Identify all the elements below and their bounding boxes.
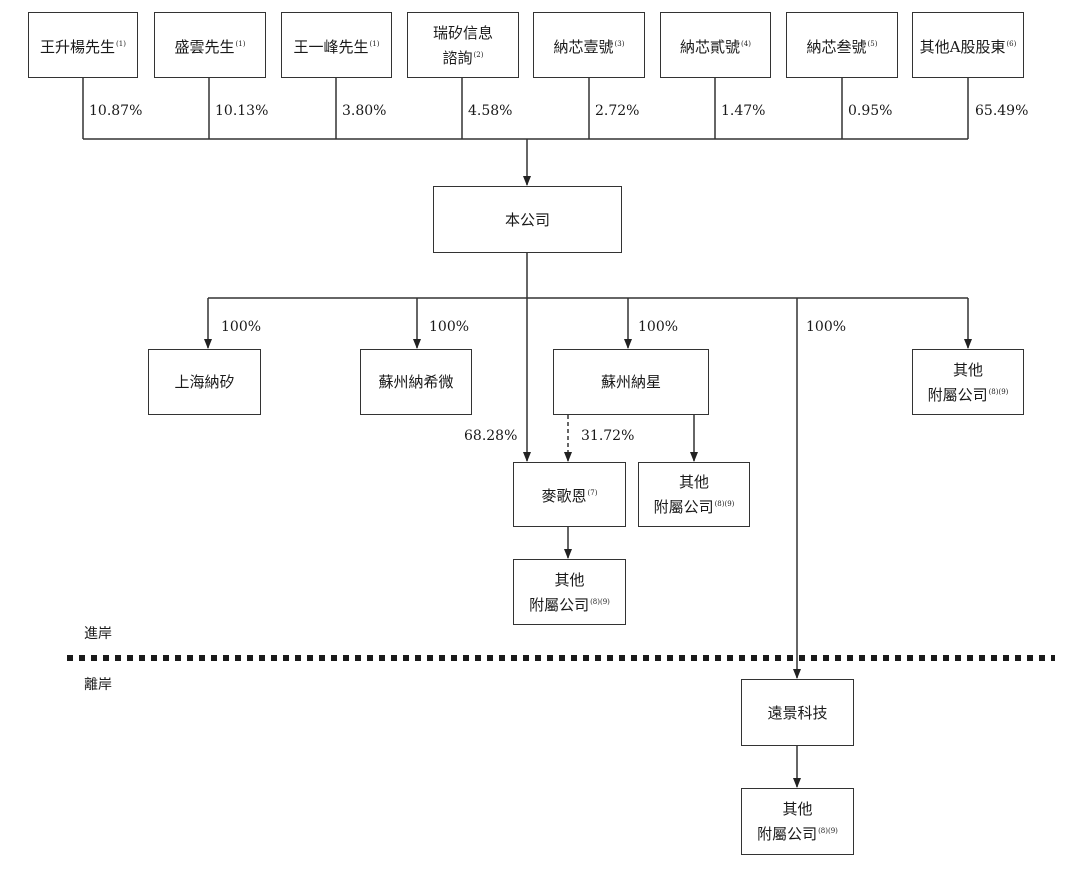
pct-naxing-mageen: 31.72% (581, 428, 635, 444)
footnote-ref: (8)(9) (590, 597, 610, 606)
footnote-ref: (7) (587, 489, 598, 497)
pct-company-mageen: 68.28% (464, 428, 518, 444)
company-name: 本公司 (504, 210, 550, 229)
footnote-ref: (6) (1006, 39, 1017, 48)
footnote-ref: (8)(9) (714, 500, 735, 508)
shareholding-pct-4: 4.58% (468, 103, 513, 119)
shareholding-pct-3: 3.80% (342, 103, 387, 119)
offshore-label: 離岸 (84, 677, 112, 693)
shareholder-box-2: 盛雲先生(1) (154, 12, 266, 78)
subsidiary-suzhou-naxing-box: 蘇州納星 (553, 349, 709, 415)
subsidiary-yuanjing-box: 遠景科技 (741, 679, 854, 746)
shareholder-box-3: 王一峰先生(1) (281, 12, 392, 78)
subsidiary-line1: 其他 (952, 360, 983, 379)
subsidiary-other-mageen-box: 其他 附屬公司(8)(9) (513, 559, 626, 625)
shareholder-box-8: 其他A股股東(6) (912, 12, 1024, 78)
subsidiary-line1: 其他 (678, 473, 709, 491)
subsidiary-suzhou-xiwei-box: 蘇州納希微 (360, 349, 472, 415)
subsidiary-line1: 其他 (782, 800, 813, 818)
subsidiary-name: 麥歌恩 (541, 487, 587, 505)
subsidiary-other-naxing-box: 其他 附屬公司(8)(9) (638, 462, 750, 527)
shareholding-pct-5: 2.72% (595, 103, 640, 119)
shareholder-name: 王一峰先生 (293, 37, 369, 56)
subsidiary-line2: 附屬公司 (529, 595, 590, 614)
subsidiary-name: 上海納矽 (174, 373, 235, 391)
footnote-ref: (2) (473, 50, 484, 59)
footnote-ref: (1) (235, 39, 246, 48)
shareholder-name-line1: 瑞矽信息 (432, 23, 493, 42)
shareholder-box-1: 王升楊先生(1) (28, 12, 138, 78)
subsidiary-line2: 附屬公司 (653, 498, 714, 516)
shareholder-name: 納芯壹號 (553, 37, 614, 56)
subsidiary-mageen-box: 麥歌恩(7) (513, 462, 626, 527)
shareholder-name-line2: 諮詢 (442, 48, 473, 67)
shareholder-box-5: 納芯壹號(3) (533, 12, 645, 78)
subsidiary-line2: 附屬公司 (927, 385, 988, 404)
footnote-ref: (5) (867, 39, 878, 48)
subsidiary-line2: 附屬公司 (757, 825, 818, 843)
company-box: 本公司 (433, 186, 622, 253)
shareholder-box-4: 瑞矽信息 諮詢(2) (407, 12, 519, 78)
footnote-ref: (8)(9) (818, 827, 838, 835)
footnote-ref: (4) (741, 39, 751, 48)
shareholding-pct-1: 10.87% (89, 103, 143, 119)
pct-yuanjing: 100% (806, 319, 847, 335)
pct-suzhou-naxing: 100% (638, 319, 679, 335)
shareholder-name: 王升楊先生 (40, 37, 116, 56)
shareholding-pct-8: 65.49% (975, 103, 1029, 119)
footnote-ref: (1) (369, 39, 380, 48)
subsidiary-shanghai-box: 上海納矽 (148, 349, 261, 415)
shareholding-pct-7: 0.95% (848, 103, 893, 119)
shareholder-name: 盛雲先生 (174, 37, 235, 56)
shareholder-name: 納芯叁號 (806, 37, 867, 56)
shareholding-pct-6: 1.47% (721, 103, 766, 119)
subsidiary-other-top-box: 其他 附屬公司(8)(9) (912, 349, 1024, 415)
shareholder-name: 納芯貳號 (680, 37, 741, 56)
subsidiary-name: 蘇州納星 (600, 373, 661, 391)
subsidiary-other-yuanjing-box: 其他 附屬公司(8)(9) (741, 788, 854, 855)
shareholding-pct-2: 10.13% (215, 103, 269, 119)
pct-shanghai: 100% (221, 319, 262, 335)
shareholder-box-6: 納芯貳號(4) (660, 12, 771, 78)
shareholder-box-7: 納芯叁號(5) (786, 12, 898, 78)
footnote-ref: (8)(9) (988, 387, 1009, 396)
shareholder-name: 其他A股股東 (919, 37, 1006, 56)
footnote-ref: (3) (614, 39, 625, 48)
subsidiary-line1: 其他 (554, 570, 585, 589)
subsidiary-name: 遠景科技 (767, 703, 828, 722)
subsidiary-name: 蘇州納希微 (378, 373, 454, 391)
onshore-label: 進岸 (84, 626, 112, 642)
pct-suzhou-xiwei: 100% (429, 319, 470, 335)
footnote-ref: (1) (116, 39, 126, 48)
